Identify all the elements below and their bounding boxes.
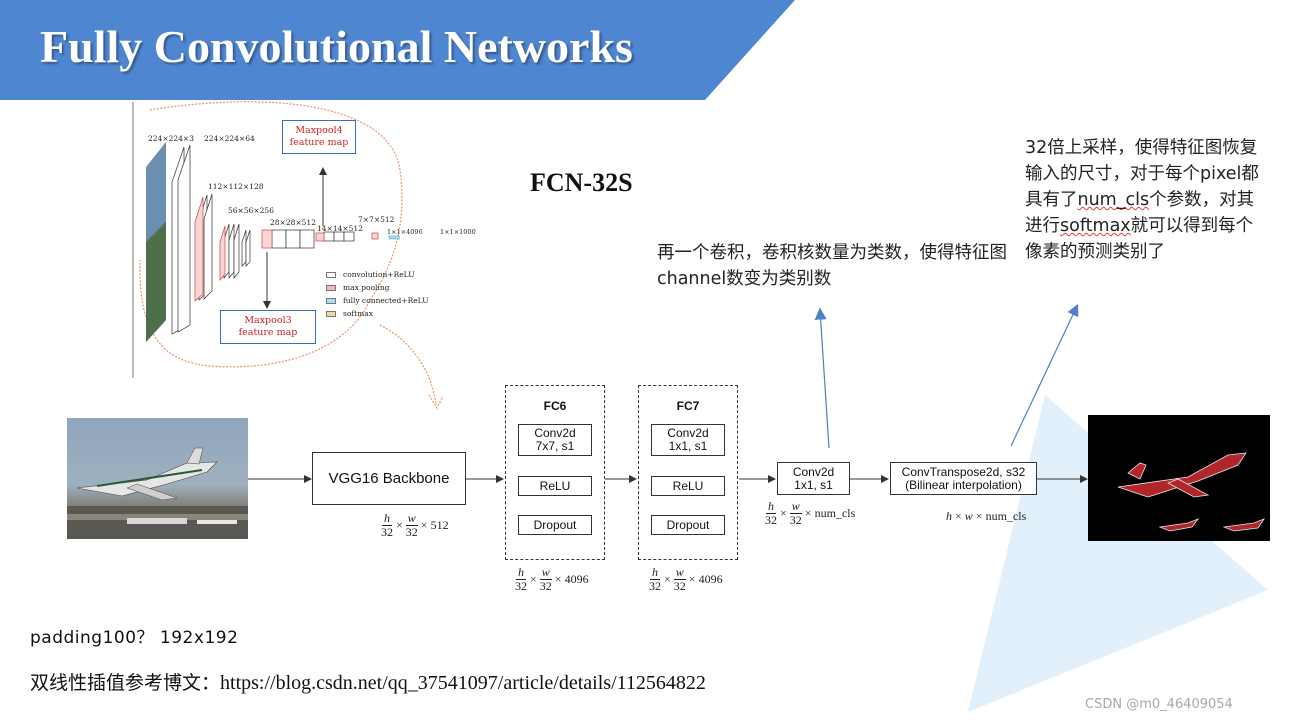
legend-item: max pooling xyxy=(326,283,429,292)
legend-item: softmax xyxy=(326,309,429,318)
conv-annotation: 再一个卷积，卷积核数量为类数，使得特征图channel数变为类别数 xyxy=(657,243,1007,289)
legend-swatch-softmax xyxy=(326,310,336,317)
upsample-annotation: 32倍上采样，使得特征图恢复输入的尺寸，对于每个pixel都具有了num_cls… xyxy=(1025,138,1259,262)
legend-item: fully connected+ReLU xyxy=(326,296,429,305)
reference-note: 双线性插值参考博文：https://blog.csdn.net/qq_37541… xyxy=(30,668,706,695)
padding-note: padding100？ 192x192 xyxy=(30,628,239,648)
fc6-relu-layer: ReLU xyxy=(518,476,592,496)
input-photo-lower xyxy=(146,222,166,342)
fc7-title: FC7 xyxy=(676,399,700,413)
input-airplane-image xyxy=(67,418,248,539)
sketch-outline xyxy=(139,101,403,368)
vgg-layer-stack xyxy=(146,142,400,342)
dim-label: 28×28×512 xyxy=(270,218,316,227)
upsample-convtranspose-block: ConvTranspose2d, s32(Bilinear interpolat… xyxy=(890,462,1037,495)
dim-label: 224×224×3 xyxy=(148,134,194,143)
vgg16-backbone-block: VGG16 Backbone xyxy=(312,452,466,505)
legend-item: convolution+ReLU xyxy=(326,270,429,279)
segmentation-mask-icon xyxy=(1117,452,1266,532)
backbone-label: VGG16 Backbone xyxy=(328,470,450,487)
legend-swatch-fc xyxy=(326,297,336,304)
dim-label: 14×14×512 xyxy=(317,224,363,233)
legend-swatch-pool xyxy=(326,284,336,291)
csdn-watermark: CSDN @m0_46409054 xyxy=(1085,697,1233,712)
decor-triangle xyxy=(968,395,1268,712)
upsample-output-dim: h × w × num_cls xyxy=(946,509,1027,523)
diagram-subtitle: FCN-32S xyxy=(530,168,633,197)
slide-title: Fully Convolutional Networks xyxy=(40,21,633,72)
dim-label: 112×112×128 xyxy=(208,182,264,191)
airplane-photo-icon xyxy=(67,447,248,539)
fc6-title: FC6 xyxy=(543,399,567,413)
dim-label: 224×224×64 xyxy=(204,134,255,143)
output-segmentation-image xyxy=(1088,415,1270,541)
figure-left-border xyxy=(132,102,134,378)
reference-prefix: 双线性插值参考博文： xyxy=(30,672,221,694)
dim-label: 1×1×1000 xyxy=(440,228,476,236)
dim-label: 7×7×512 xyxy=(358,215,395,224)
vgg-architecture-figure: 224×224×3 224×224×64 112×112×128 56×56×2… xyxy=(132,102,476,378)
fc7-dropout-layer: Dropout xyxy=(651,515,725,535)
annot-arrow-conv xyxy=(814,307,830,449)
dim-label: 56×56×256 xyxy=(228,206,274,215)
fc7-relu-layer: ReLU xyxy=(651,476,725,496)
legend-swatch-conv xyxy=(326,271,336,278)
vgg-legend: convolution+ReLU max pooling fully conne… xyxy=(326,270,429,318)
sketch-pointer xyxy=(379,324,444,410)
dim-label: 1×1×4096 xyxy=(387,228,423,236)
title-banner xyxy=(0,0,795,100)
reference-url[interactable]: https://blog.csdn.net/qq_37541097/articl… xyxy=(220,672,706,694)
fc6-dropout-layer: Dropout xyxy=(518,515,592,535)
annot-arrow-upsample xyxy=(1010,303,1079,447)
